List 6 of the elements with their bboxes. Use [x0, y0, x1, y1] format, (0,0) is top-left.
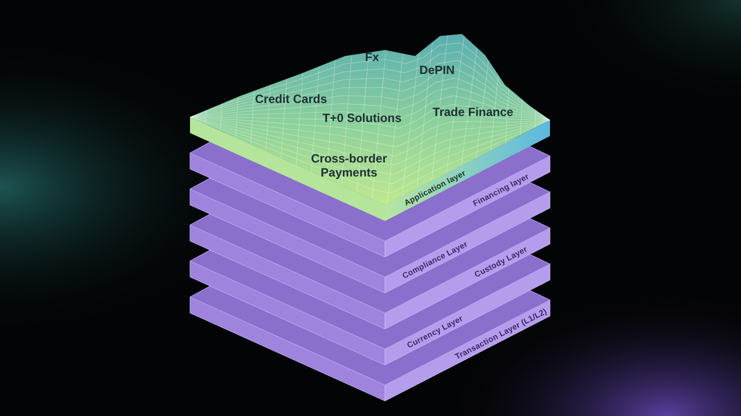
terrain-label: Cross-border Payments — [310, 152, 388, 180]
terrain-label: DePIN — [419, 62, 455, 78]
terrain-label: Credit Cards — [254, 92, 328, 106]
terrain-label: T+0 Solutions — [322, 110, 402, 126]
terrain-label: Fx — [365, 50, 379, 64]
terrain-label: Trade Finance — [432, 104, 514, 120]
